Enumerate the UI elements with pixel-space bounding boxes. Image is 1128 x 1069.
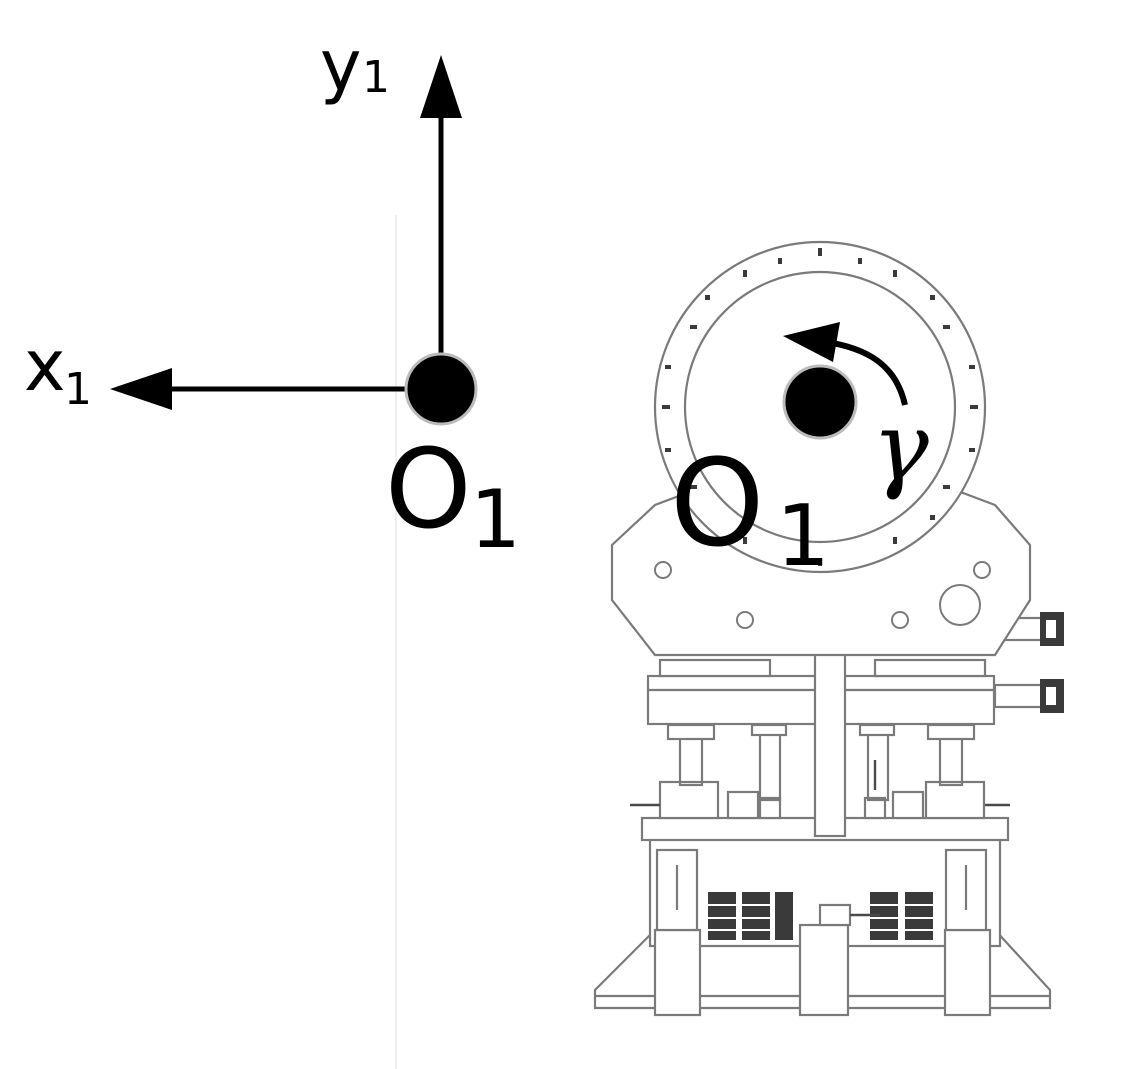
- origin-label: O: [385, 425, 472, 553]
- y-arrowhead: [420, 55, 462, 118]
- x-axis-subscript: 1: [64, 364, 92, 415]
- bolt-circle: [662, 248, 978, 566]
- origin-subscript: 1: [470, 473, 521, 566]
- machine-center-subscript: 1: [776, 487, 830, 586]
- y-axis-label: y: [320, 25, 361, 107]
- machine-center-label: O: [670, 435, 764, 574]
- y-axis-subscript: 1: [362, 52, 390, 103]
- rotation-arrowhead: [783, 322, 840, 362]
- origin-dot: [404, 352, 478, 426]
- turntable-inner: [683, 270, 957, 544]
- coordinate-frame: y 1 x 1 O 1: [24, 25, 521, 566]
- x-arrowhead: [110, 368, 172, 410]
- rotation-symbol: γ: [872, 393, 929, 503]
- x-axis-label: x: [24, 325, 65, 407]
- central-shaft: [813, 638, 847, 838]
- machine-center-dot: [782, 364, 858, 440]
- machine-drawing: γ O 1: [593, 240, 1064, 1017]
